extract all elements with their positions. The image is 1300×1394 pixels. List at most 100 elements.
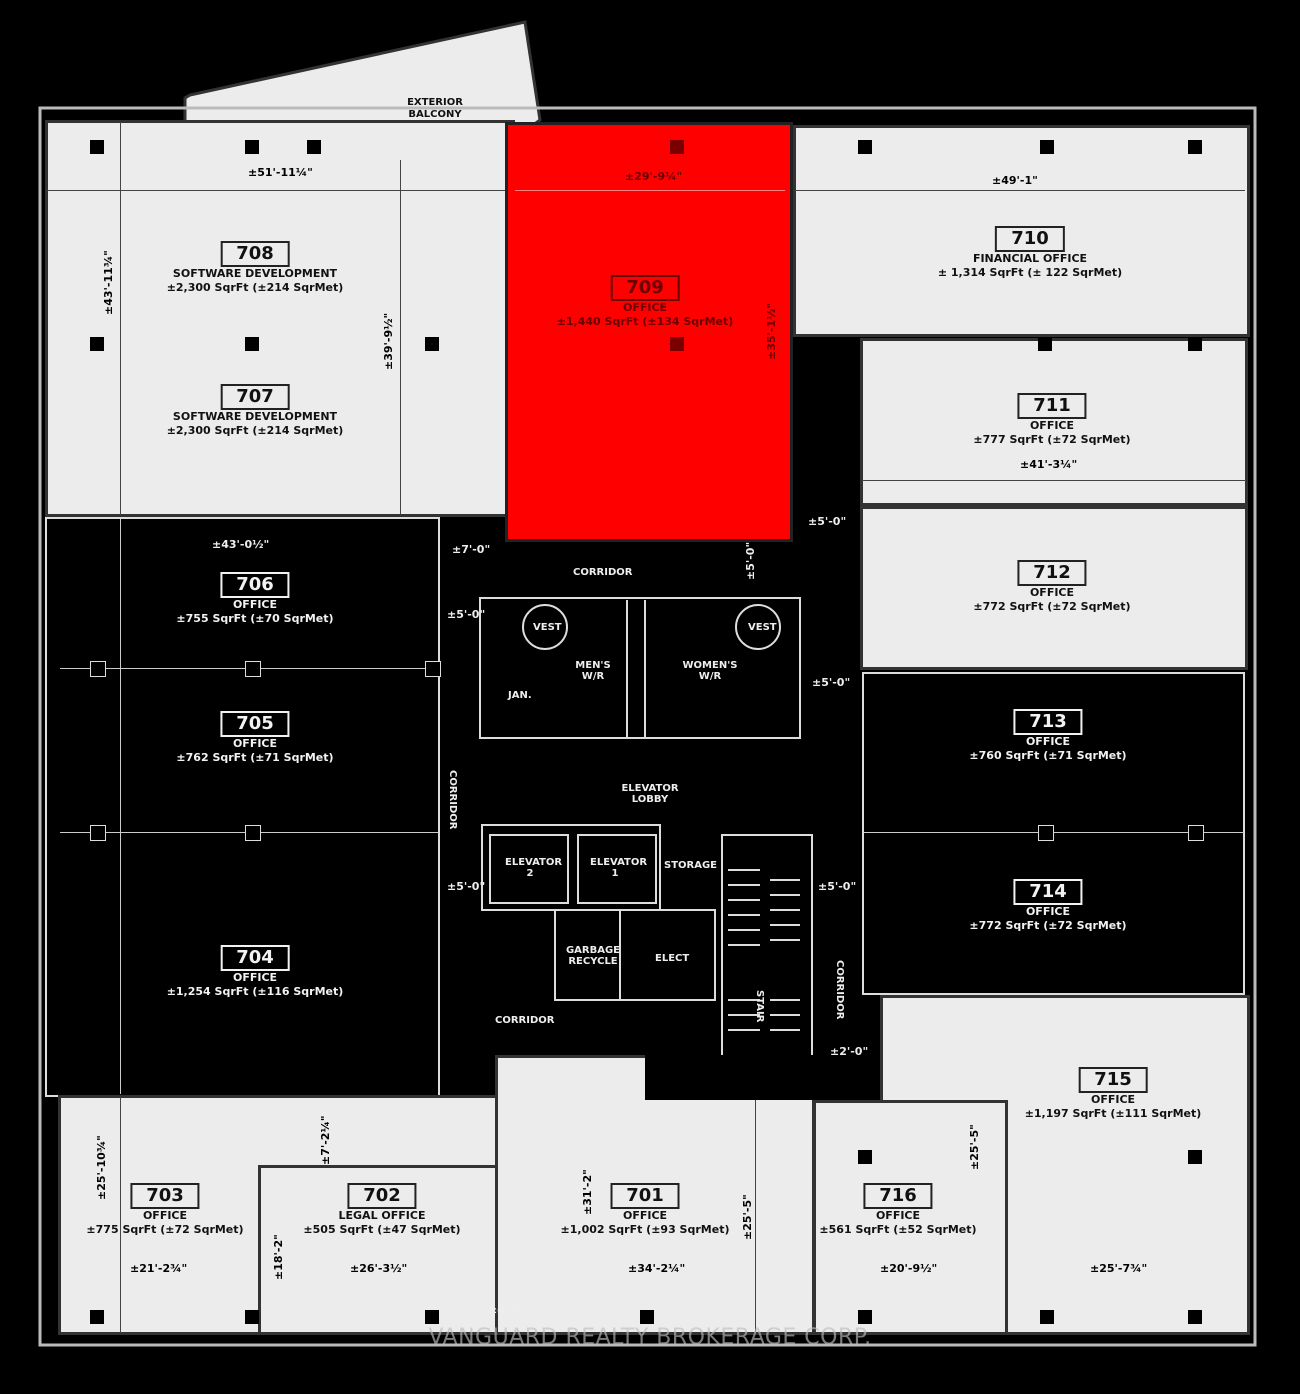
room-use: OFFICE — [232, 971, 278, 984]
dimension: ±43'-11¾" — [102, 250, 115, 315]
room-716[interactable] — [813, 1100, 1008, 1335]
room-area: ±777 SqrFt (±72 SqrMet) — [973, 433, 1131, 446]
dimension: ±5'-0" — [818, 880, 857, 893]
room-711[interactable] — [860, 338, 1248, 506]
column — [1040, 140, 1054, 154]
vest-label: VEST — [533, 622, 562, 633]
room-702[interactable] — [258, 1165, 498, 1335]
dimension: ±43'-0½" — [212, 538, 270, 551]
janitor-label: JAN. — [508, 690, 532, 701]
room-712[interactable] — [860, 506, 1248, 670]
dimension: ±25'-5" — [741, 1194, 754, 1240]
garbage-recycle-label: GARBAGE RECYCLE — [565, 945, 621, 967]
room-number: 713 — [1013, 709, 1083, 735]
vest-label: VEST — [748, 622, 777, 633]
room-709-highlighted[interactable] — [505, 122, 793, 542]
column — [1188, 140, 1202, 154]
room-704-705-706[interactable] — [45, 517, 440, 1097]
grid-line — [120, 122, 121, 515]
room-area: ±772 SqrFt (±72 SqrMet) — [973, 600, 1131, 613]
room-use: OFFICE — [232, 737, 278, 750]
column — [1188, 337, 1202, 351]
column — [670, 140, 684, 154]
column — [1040, 1310, 1054, 1324]
column — [90, 1310, 104, 1324]
dimension: ±51'-11¼" — [248, 166, 313, 179]
room-area: ±762 SqrFt (±71 SqrMet) — [176, 751, 334, 764]
room-area: ±1,197 SqrFt (±111 SqrMet) — [1024, 1107, 1202, 1120]
room-701[interactable] — [495, 1055, 815, 1335]
column — [90, 825, 106, 841]
elevator-lobby-label: ELEVATOR LOBBY — [621, 783, 679, 805]
column — [245, 337, 259, 351]
womens-washroom-label: WOMEN'S W/R — [682, 660, 738, 682]
column — [1188, 825, 1204, 841]
room-number: 707 — [220, 384, 290, 410]
room-area: ±1,002 SqrFt (±93 SqrMet) — [560, 1223, 730, 1236]
corridor-label: CORRIDOR — [447, 770, 458, 830]
room-use: FINANCIAL OFFICE — [972, 252, 1088, 265]
corridor-label: CORRIDOR — [495, 1015, 555, 1026]
dimension: ±5'-0" — [744, 541, 757, 580]
column — [425, 661, 441, 677]
column — [640, 1310, 654, 1324]
room-number: 709 — [610, 275, 680, 301]
exterior-balcony-label: EXTERIOR BALCONY — [407, 97, 463, 120]
column — [245, 825, 261, 841]
room-use: SOFTWARE DEVELOPMENT — [172, 267, 338, 280]
corridor-label: CORRIDOR — [573, 567, 633, 578]
grid-line — [515, 190, 785, 191]
storage-label: STORAGE — [664, 860, 718, 871]
column — [307, 140, 321, 154]
grid-line — [120, 1097, 121, 1333]
room-number: 716 — [863, 1183, 933, 1209]
dimension: ±35'-1½" — [765, 302, 778, 360]
dimension: ±25'-7¾" — [1090, 1262, 1148, 1275]
dimension: ±5'-0" — [447, 608, 486, 621]
room-use: OFFICE — [1029, 419, 1075, 432]
column — [245, 661, 261, 677]
grid-line — [400, 160, 401, 515]
room-use: OFFICE — [1025, 905, 1071, 918]
grid-line — [755, 1100, 756, 1333]
mens-washroom-label: MEN'S W/R — [575, 660, 611, 682]
column — [1038, 337, 1052, 351]
column — [858, 140, 872, 154]
stair-label: STAIR — [754, 990, 765, 1023]
column — [90, 661, 106, 677]
room-number: 706 — [220, 572, 290, 598]
room-713-714[interactable] — [862, 672, 1245, 995]
room-number: 704 — [220, 945, 290, 971]
column — [1038, 825, 1054, 841]
column — [425, 1310, 439, 1324]
room-number: 714 — [1013, 879, 1083, 905]
column — [1188, 1150, 1202, 1164]
room-number: 710 — [995, 226, 1065, 252]
core-notch — [645, 1055, 815, 1100]
dimension: ±49'-1" — [992, 174, 1038, 187]
grid-line — [862, 480, 1246, 481]
dimension: ±7'-2¼" — [319, 1115, 332, 1165]
room-use: SOFTWARE DEVELOPMENT — [172, 410, 338, 423]
room-number: 708 — [220, 241, 290, 267]
elevator-2-label[interactable]: ELEVATOR 2 — [505, 857, 563, 879]
column — [858, 1310, 872, 1324]
room-area: ±2,300 SqrFt (±214 SqrMet) — [166, 424, 344, 437]
room-use: OFFICE — [1029, 586, 1075, 599]
dimension: ±41'-3¼" — [1020, 458, 1078, 471]
room-number: 715 — [1078, 1067, 1148, 1093]
room-707-708[interactable] — [45, 120, 515, 517]
room-use: LEGAL OFFICE — [338, 1209, 426, 1222]
elevator-1-label[interactable]: ELEVATOR 1 — [590, 857, 648, 879]
dimension: ±25'-10¾" — [95, 1135, 108, 1200]
room-710[interactable] — [793, 125, 1250, 337]
room-number: 701 — [610, 1183, 680, 1209]
room-number: 705 — [220, 711, 290, 737]
